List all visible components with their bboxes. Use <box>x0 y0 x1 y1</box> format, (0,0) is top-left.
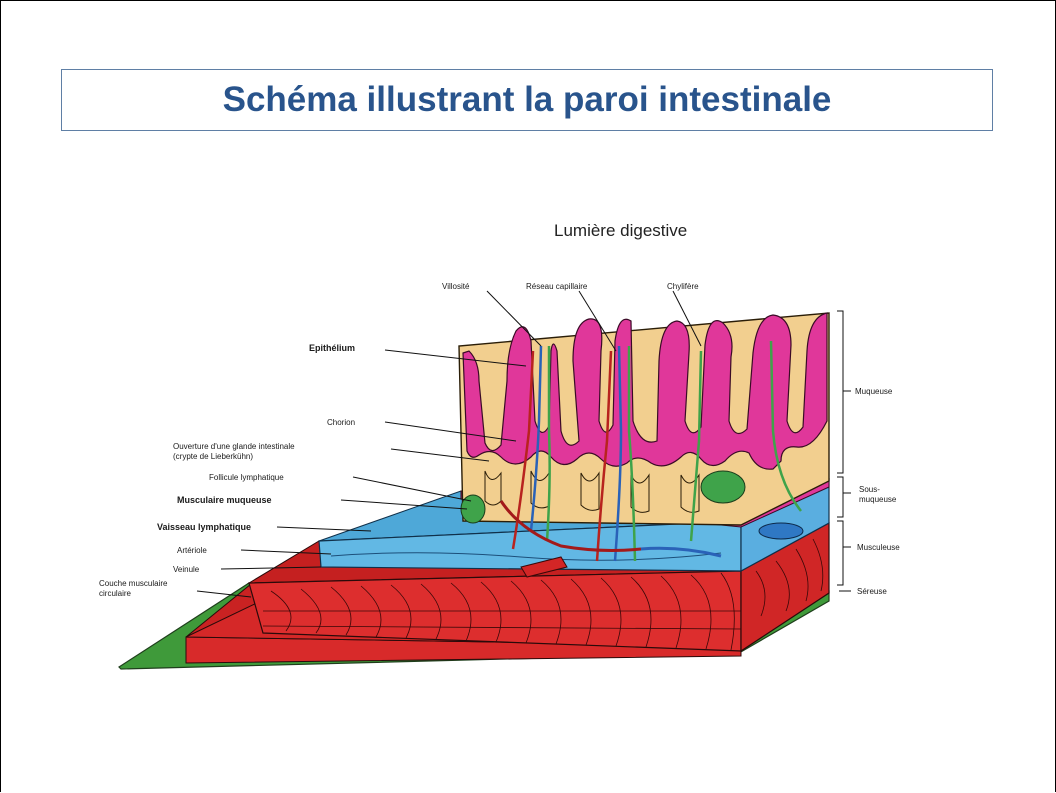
label-arteriole: Artériole <box>177 546 207 555</box>
label-crypte: (crypte de Lieberkühn) <box>173 452 253 461</box>
label-veinule: Veinule <box>173 565 200 574</box>
lymph-vessel-section <box>759 523 803 539</box>
label-musculeuse: Musculeuse <box>857 543 900 552</box>
label-sereuse: Séreuse <box>857 587 887 596</box>
layer-brackets <box>837 311 851 591</box>
label-muqueuse: Muqueuse <box>855 387 893 396</box>
label-couche-musculaire: Couche musculaire <box>99 579 168 588</box>
label-sous: Sous- <box>859 485 880 494</box>
label-follicule: Follicule lymphatique <box>209 473 284 482</box>
label-chorion: Chorion <box>327 418 355 427</box>
label-chylifere: Chylifère <box>667 282 699 291</box>
label-ouverture-glande: Ouverture d'une glande intestinale <box>173 442 295 451</box>
label-villosite: Villosité <box>442 282 470 291</box>
label-muqueuse-sub: muqueuse <box>859 495 897 504</box>
label-reseau-capillaire: Réseau capillaire <box>526 282 588 291</box>
label-musculaire-muqueuse: Musculaire muqueuse <box>177 495 272 505</box>
lymph-follicle-right <box>701 471 745 503</box>
label-vaisseau-lymphatique: Vaisseau lymphatique <box>157 522 251 532</box>
label-circulaire: circulaire <box>99 589 132 598</box>
lumen-caption: Lumière digestive <box>554 221 687 240</box>
label-epithelium: Epithélium <box>309 343 355 353</box>
